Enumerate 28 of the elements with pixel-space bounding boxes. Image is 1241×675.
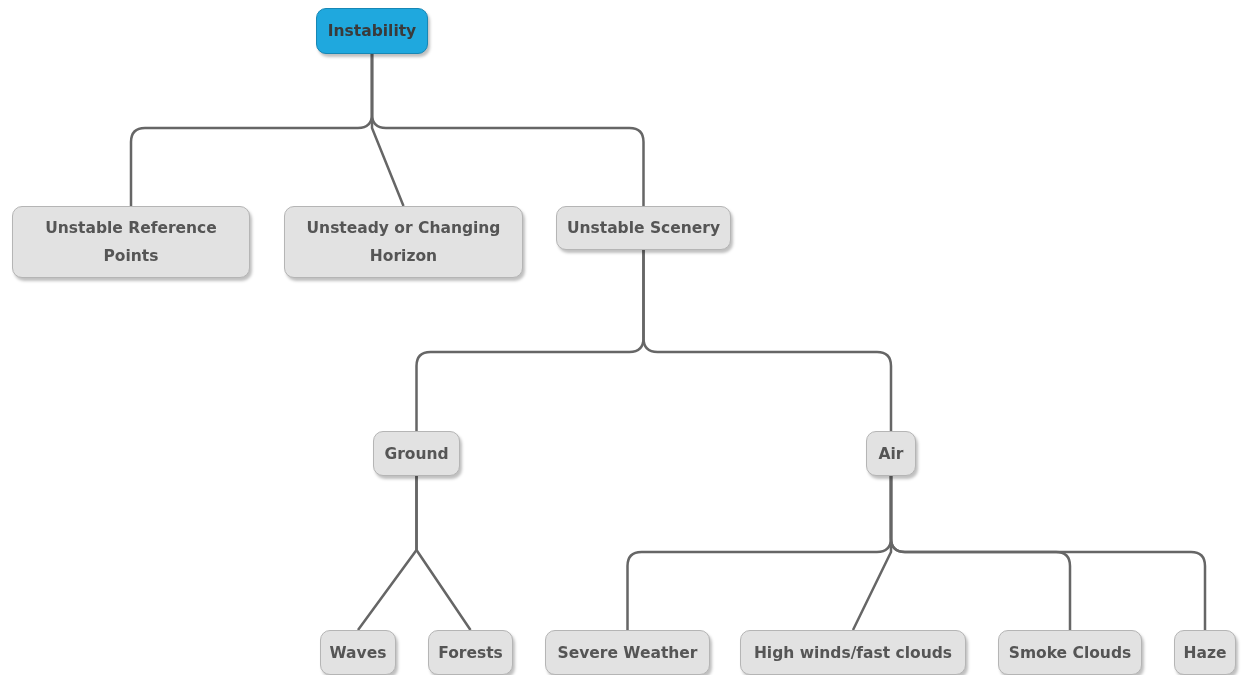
- connector-line: [642, 250, 893, 431]
- topic-label: Air: [878, 443, 904, 465]
- topic-box: [428, 630, 513, 675]
- connector-line: [370, 54, 645, 206]
- topic-label: Unstable Scenery: [566, 218, 721, 239]
- root-topic-box: [316, 8, 428, 54]
- topic-box: [545, 630, 710, 675]
- topic-label: Smoke Clouds: [1008, 642, 1132, 664]
- topic-box: [556, 206, 731, 250]
- topic-label: Unsteady or Changing Horizon: [305, 218, 502, 267]
- topic-box: [373, 431, 460, 476]
- topic-box: [1174, 630, 1236, 675]
- topic-label: Unstable Reference Points: [44, 218, 218, 267]
- topic-box: [866, 431, 916, 476]
- topic-box: [740, 630, 966, 675]
- topic-box: [998, 630, 1142, 675]
- topic-label: Haze: [1183, 642, 1227, 664]
- topic-label: Severe Weather: [557, 642, 698, 664]
- topic-box: [320, 630, 396, 675]
- topic-label: High winds/fast clouds: [753, 642, 953, 664]
- connector-line: [415, 476, 472, 631]
- topic-box: [12, 206, 250, 278]
- topic-label: Forests: [438, 642, 503, 664]
- topic-label: Waves: [329, 642, 387, 664]
- topic-label: Instability: [327, 21, 417, 42]
- topic-box: [284, 206, 523, 278]
- connector-line: [889, 476, 1207, 630]
- topic-label: Ground: [384, 443, 449, 465]
